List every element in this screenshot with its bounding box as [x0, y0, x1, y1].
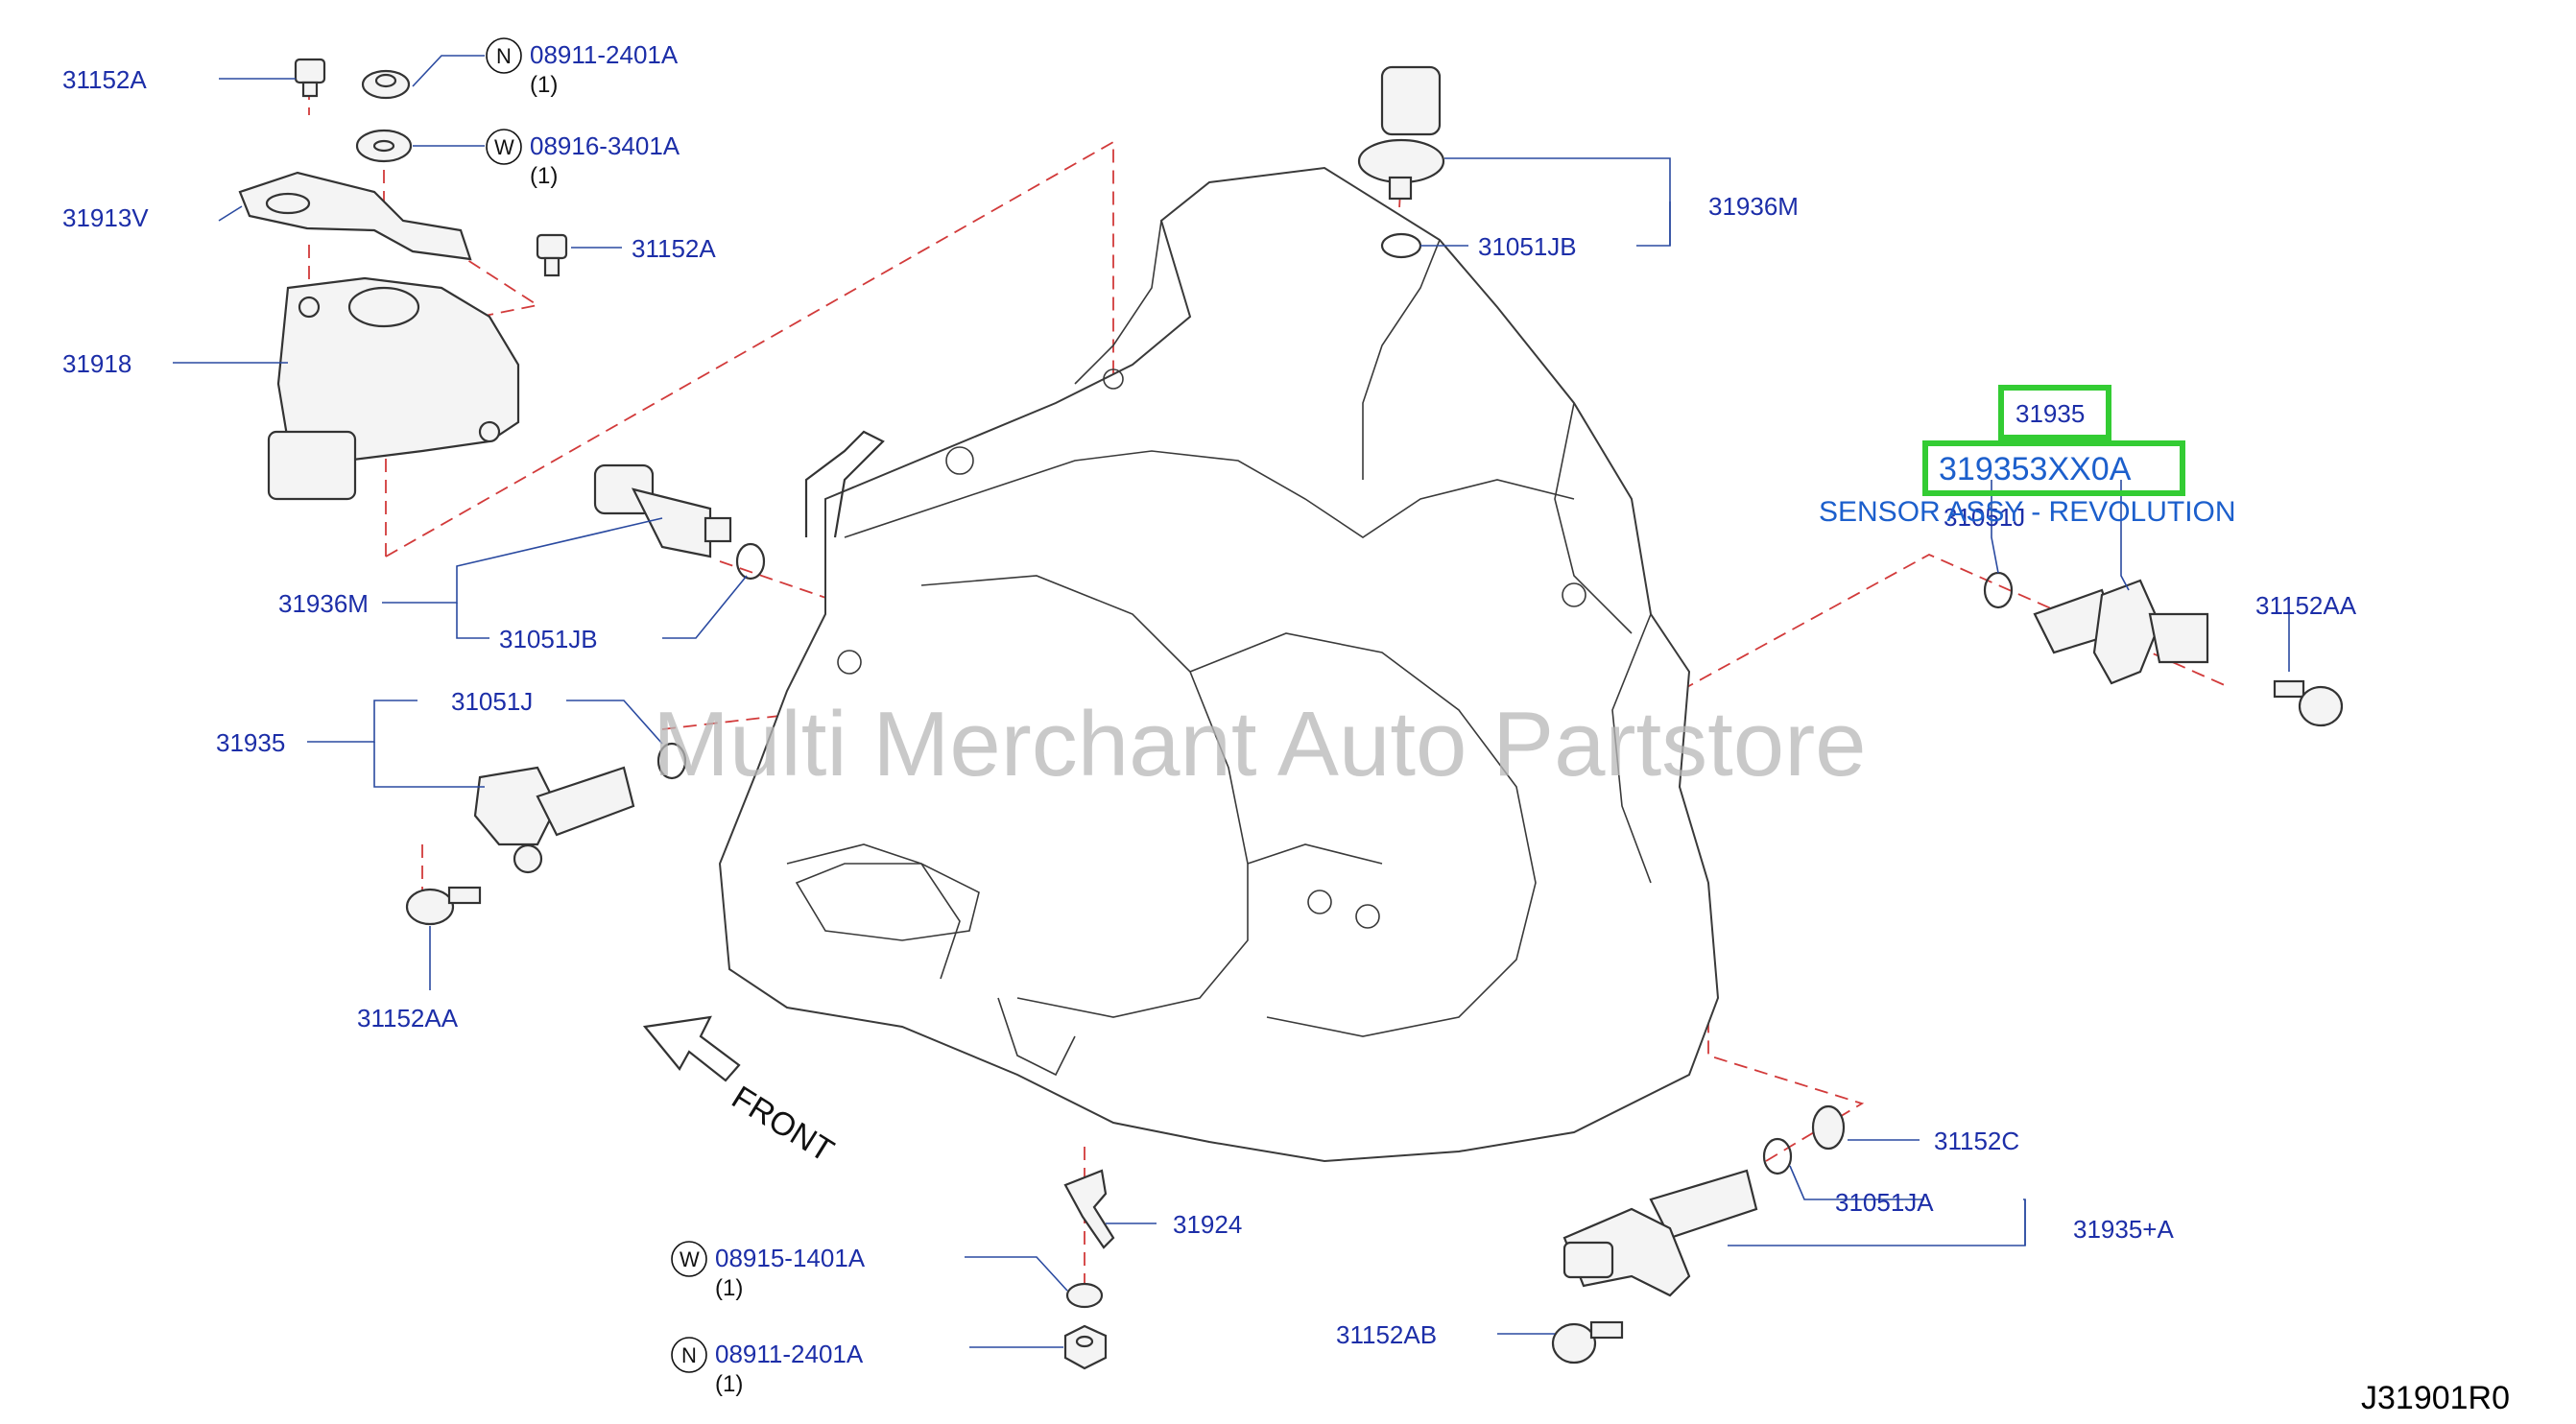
pressure-sensor-31936M-top [1357, 65, 1445, 201]
front-direction-arrow: FRONT [642, 1015, 840, 1170]
note-letter-W-top: W [494, 135, 514, 159]
highlight-description: SENSOR ASSY - REVOLUTION [1819, 496, 2236, 528]
label-08911-bottom: 08911-2401A [715, 1340, 864, 1368]
highlight-part-number: 31935 [2015, 399, 2085, 428]
revolution-sensor-31935-right [2033, 579, 2209, 685]
o-ring-31051J-left [656, 742, 687, 780]
label-31918: 31918 [62, 349, 131, 378]
highlight-callout[interactable]: 31935 319353XX0A SENSOR ASSY - REVOLUTIO… [1819, 385, 2236, 528]
label-31913V: 31913V [62, 203, 149, 232]
pressure-sensor-31936M-left [593, 463, 732, 558]
part-labels: 31152A N 08911-2401A (1) W 08916-3401A (… [62, 37, 2357, 1397]
bracket-31924 [1063, 1169, 1115, 1249]
label-31152AA-right: 31152AA [2255, 591, 2357, 620]
o-ring-31051JB-left [735, 542, 766, 581]
qty-08911-top: (1) [530, 72, 558, 98]
switch-31918 [267, 276, 520, 501]
label-08911-top: 08911-2401A [530, 40, 679, 69]
leader-lines [173, 55, 2290, 1348]
label-31051JB-left: 31051JB [499, 625, 598, 653]
note-letter-N-bottom: N [681, 1343, 697, 1367]
highlight-box-part-number [1998, 385, 2111, 440]
label-31051JA: 31051JA [1835, 1188, 1934, 1217]
label-31152AA-left: 31152AA [357, 1004, 459, 1032]
highlight-box-oem-number [1922, 440, 2185, 496]
label-31152A-top: 31152A [62, 65, 147, 94]
note-circle-W-top [486, 129, 522, 165]
o-ring-31051JA [1762, 1137, 1793, 1175]
lock-washer-08916 [355, 129, 413, 163]
note-circle-N-bottom [671, 1337, 707, 1373]
qty-08915: (1) [715, 1275, 743, 1301]
qty-08916: (1) [530, 163, 558, 189]
label-08915: 08915-1401A [715, 1244, 866, 1272]
bolt-31152A-mid [536, 233, 568, 277]
bracket-31913V [238, 171, 472, 261]
washer-08915 [1065, 1282, 1104, 1309]
front-label: FRONT [726, 1080, 840, 1170]
label-31152C: 31152C [1934, 1127, 2019, 1155]
qty-08911-bottom: (1) [715, 1371, 743, 1397]
revolution-sensor-31935-left [473, 766, 635, 874]
label-31152AB: 31152AB [1336, 1320, 1437, 1349]
label-31924: 31924 [1173, 1210, 1242, 1239]
label-31051J-left: 31051J [451, 687, 533, 716]
label-31051J-right: 31051J [1944, 503, 2025, 532]
note-circle-N-top [486, 37, 522, 74]
label-31051JB-top: 31051JB [1478, 232, 1577, 261]
washer-31152C [1811, 1104, 1846, 1151]
label-31936M-left: 31936M [278, 589, 369, 618]
label-31935A: 31935+A [2073, 1215, 2174, 1244]
label-31935-left: 31935 [216, 728, 285, 757]
label-31152A-mid: 31152A [632, 234, 716, 263]
note-letter-N-top: N [496, 44, 512, 68]
nut-08911-top [361, 69, 411, 100]
label-31936M-top: 31936M [1708, 192, 1799, 221]
bolt-31152AA-left [405, 886, 482, 926]
bolt-31152A-top [294, 58, 326, 98]
diagram-code: J31901R0 [2361, 1380, 2510, 1416]
bolt-31152AB [1551, 1320, 1624, 1365]
note-letter-W-bottom: W [680, 1247, 700, 1271]
transmission-case [718, 166, 1720, 1163]
label-08916: 08916-3401A [530, 131, 680, 160]
highlight-oem-number: 319353XX0A [1939, 451, 2132, 487]
bolt-31152AA-right [2273, 679, 2344, 727]
watermark: Multi Merchant Auto Partstore [653, 693, 1867, 795]
nut-08911-bottom [1063, 1324, 1108, 1370]
revolution-sensor-31935A [1562, 1169, 1758, 1297]
note-circle-W-bottom [671, 1241, 707, 1277]
